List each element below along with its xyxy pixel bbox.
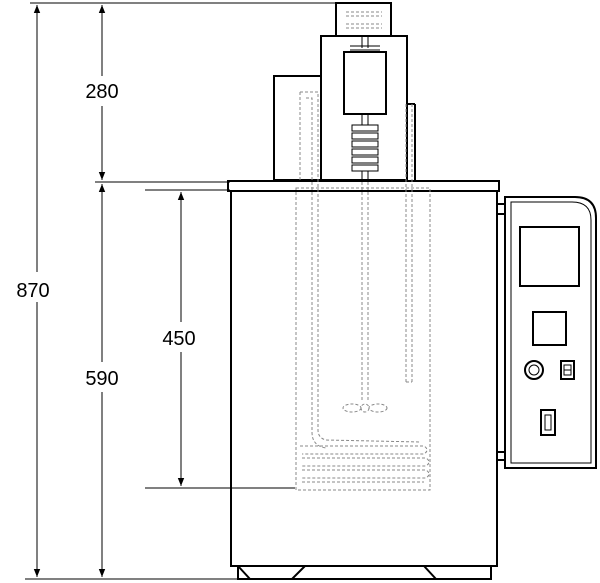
socket-icon (540, 409, 556, 436)
base-plinth (237, 565, 492, 580)
dimension-label-body: 590 (85, 368, 118, 390)
cooling-tube-outer (300, 91, 421, 443)
dimension-label-top-section: 280 (85, 81, 118, 103)
side-housing (273, 75, 322, 181)
control-panel (497, 196, 597, 469)
internal-hidden-parts (295, 91, 431, 491)
motor-body (343, 51, 387, 115)
impeller-left (342, 403, 362, 413)
dimension-label-bg-body (78, 362, 126, 392)
dimension-label-bg-total (8, 272, 52, 302)
display-screen (519, 226, 580, 287)
dimension-label-bg-inner (157, 322, 205, 352)
motor-assembly (273, 2, 416, 181)
indicator-lamp-icon (524, 360, 544, 380)
motor-cap-dashes (346, 11, 382, 29)
impeller-right (368, 403, 388, 413)
inner-tank (295, 187, 431, 491)
dimension-label-inner-depth: 450 (162, 328, 195, 350)
dimension-label-bg-top (78, 76, 126, 106)
controller-keypad[interactable] (532, 311, 567, 346)
motor-cap (335, 2, 392, 37)
motor-housing (320, 35, 408, 181)
control-panel-housing (504, 196, 597, 469)
lid (227, 180, 500, 192)
foot-left (237, 565, 306, 580)
dimension-group: 870 280 590 450 (8, 2, 335, 580)
toggle-switch-icon[interactable] (560, 360, 575, 380)
cooling-tube-inner (306, 97, 327, 449)
foot-right (423, 565, 491, 580)
heater-coil (300, 445, 430, 483)
control-panel-inset (510, 201, 592, 464)
coupling-spring (351, 124, 379, 172)
bath-body (230, 190, 498, 567)
dimension-label-total: 870 (16, 280, 49, 302)
